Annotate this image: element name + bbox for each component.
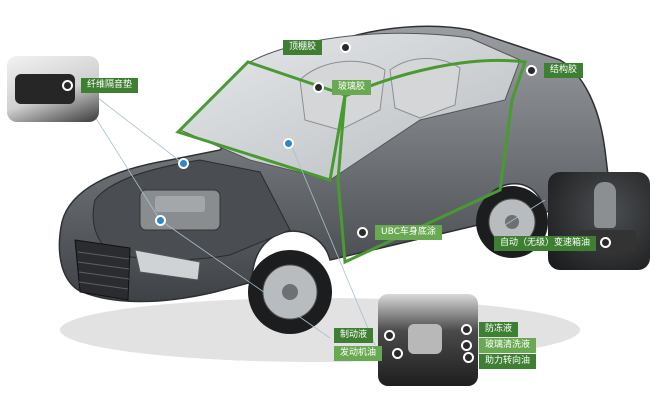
label-antifreeze: 防冻液 (479, 322, 519, 337)
grille-bars (77, 251, 130, 290)
marker-engine-oil (392, 348, 403, 359)
seats (299, 58, 461, 131)
marker-top-adhesive (340, 42, 351, 53)
marker-ubc-coating (357, 227, 368, 238)
reservoir (408, 324, 442, 354)
marker-windshield-blue (283, 138, 294, 149)
label-brake-fluid: 制动液 (334, 328, 374, 343)
marker-power-steering-oil (463, 352, 474, 363)
gear-knob (594, 182, 616, 228)
label-engine-oil: 发动机油 (334, 346, 383, 361)
label-glass-adhesive: 玻璃胶 (332, 80, 372, 95)
label-fiber-mat: 纤维隔音垫 (81, 78, 139, 93)
engine-cover (155, 196, 205, 212)
label-washer-fluid: 玻璃清洗液 (479, 338, 537, 353)
label-top-adhesive: 顶棚胶 (283, 40, 323, 55)
marker-washer-fluid (461, 340, 472, 351)
marker-brake-fluid (384, 330, 395, 341)
marker-transmission-oil (600, 237, 611, 248)
marker-hood-blue (178, 158, 189, 169)
marker-glass-adhesive (313, 82, 324, 93)
label-transmission-oil: 自动（无级）变速箱油 (494, 236, 597, 251)
leader-lines (74, 84, 546, 346)
label-ubc-coating: UBC车身底涂 (375, 225, 442, 240)
inset-engine-fluids-photo (378, 294, 478, 386)
marker-antifreeze (461, 324, 472, 335)
inset-gear-shifter-photo (548, 172, 650, 270)
marker-engine-blue (155, 215, 166, 226)
label-structural-adhesive: 结构胶 (544, 63, 584, 78)
door-frame-outline (336, 58, 528, 265)
label-power-steering-oil: 助力转向油 (479, 354, 537, 369)
marker-structural-adhesive (526, 65, 537, 76)
headlight (134, 249, 201, 281)
front-grille (74, 239, 131, 301)
front-wheel (248, 250, 332, 334)
marker-fiber-mat (62, 80, 73, 91)
